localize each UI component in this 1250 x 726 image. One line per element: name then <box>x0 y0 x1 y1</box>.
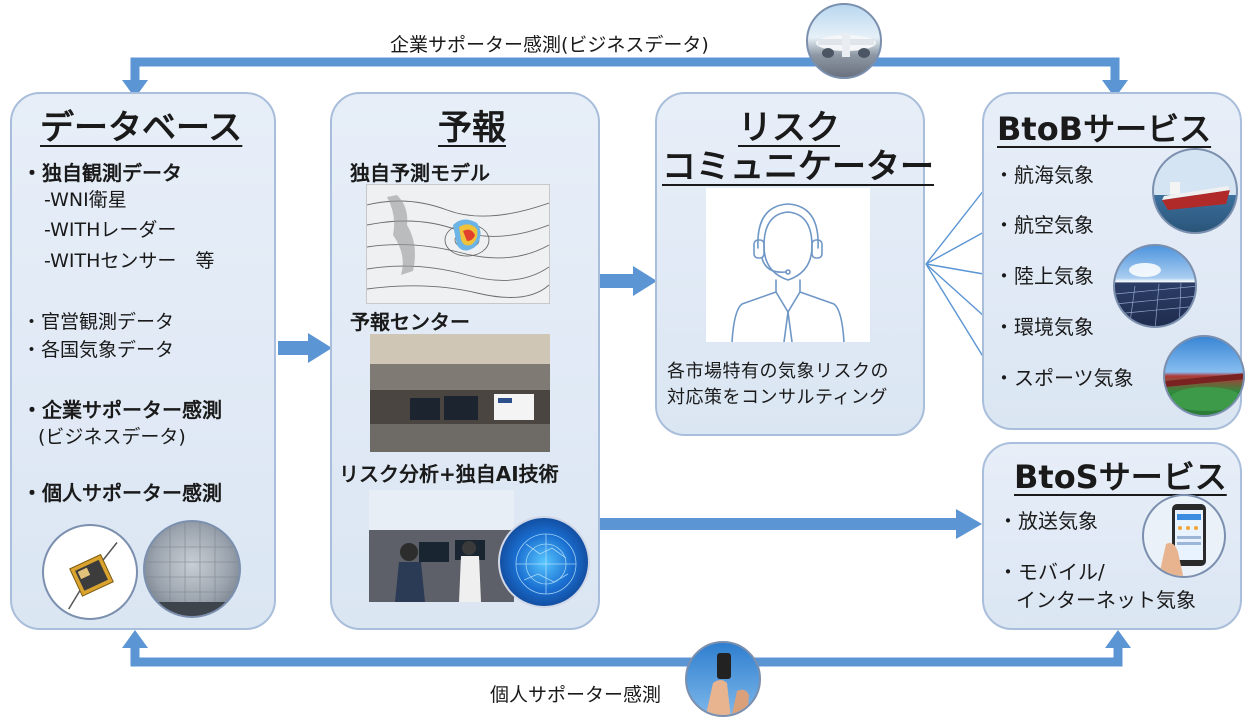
forecast-center-label: 予報センター <box>350 310 470 334</box>
top-left-arrowhead <box>122 80 148 98</box>
btob-item-marine: ・航海気象 <box>994 163 1094 187</box>
db-item-own-observation: ・独自観測データ <box>22 161 182 185</box>
btob-item-environment: ・環境気象 <box>994 315 1094 339</box>
database-title: データベース <box>40 108 243 148</box>
forecast-to-risk-shaft <box>600 274 635 288</box>
airplane-photo <box>806 3 882 79</box>
stadium-photo <box>1163 335 1245 417</box>
db-item-wni-satellite: -WNI衛星 <box>44 189 127 211</box>
db-item-individual-supporter: ・個人サポーター感測 <box>22 481 222 505</box>
db-item-business-data: (ビジネスデータ) <box>38 426 186 448</box>
smartphone-app-photo <box>1142 494 1226 578</box>
risk-desc-line1: 各市場特有の気象リスクの <box>667 361 889 382</box>
btos-item-broadcast: ・放送気象 <box>998 509 1098 533</box>
db-to-forecast-head <box>308 333 332 363</box>
db-to-forecast-shaft <box>278 341 310 355</box>
forecast-to-risk-head <box>633 266 657 296</box>
top-loop-line <box>130 57 1120 84</box>
forecast-model-label: 独自予測モデル <box>350 161 490 185</box>
forecast-title: 予報 <box>438 108 506 148</box>
btob-item-sports: ・スポーツ気象 <box>994 366 1134 390</box>
db-item-with-sensor: -WITHセンサー 等 <box>44 250 215 272</box>
db-item-country-weather: ・各国気象データ <box>22 339 175 361</box>
btob-item-aviation: ・航空気象 <box>994 213 1094 237</box>
db-item-corporate-supporter: ・企業サポーター感測 <box>22 398 222 422</box>
smartphone-user-photo <box>685 641 761 717</box>
risk-title-line2: コミュニケーター <box>662 147 934 187</box>
forecast-to-btos-shaft <box>600 518 958 530</box>
btos-title: BtoSサービス <box>1014 458 1227 496</box>
btos-item-mobile-line2: インターネット気象 <box>1016 588 1196 612</box>
db-item-gov-observation: ・官営観測データ <box>22 311 175 333</box>
top-right-arrowhead <box>1102 80 1128 98</box>
forecast-to-btos-head <box>956 509 982 539</box>
forecast-model-map <box>366 184 550 304</box>
bottom-right-arrowhead <box>1105 630 1131 648</box>
ai-technology-globe <box>498 516 590 608</box>
radar-dome-photo <box>143 520 241 618</box>
satellite-photo <box>42 524 138 620</box>
forecast-center-photo <box>370 334 550 452</box>
forecast-ai-label: リスク分析+独自AI技術 <box>339 462 559 486</box>
btob-item-land: ・陸上気象 <box>994 264 1094 288</box>
bottom-loop-line <box>130 645 1123 667</box>
bottom-left-arrowhead <box>122 630 148 648</box>
ship-photo <box>1152 148 1238 234</box>
risk-title-line1: リスク <box>738 108 840 148</box>
risk-desc-line2: 対応策をコンサルティング <box>667 387 888 408</box>
solar-panel-photo <box>1113 244 1197 328</box>
btos-item-mobile-line1: ・モバイル/ <box>998 560 1105 584</box>
risk-analysis-photo <box>369 490 514 602</box>
top-flow-label: 企業サポーター感測(ビジネスデータ) <box>386 30 713 57</box>
headset-operator-icon <box>706 188 870 342</box>
bottom-flow-label: 個人サポーター感測 <box>486 680 666 707</box>
btob-title: BtoBサービス <box>997 110 1212 148</box>
db-item-with-radar: -WITHレーダー <box>44 219 177 241</box>
